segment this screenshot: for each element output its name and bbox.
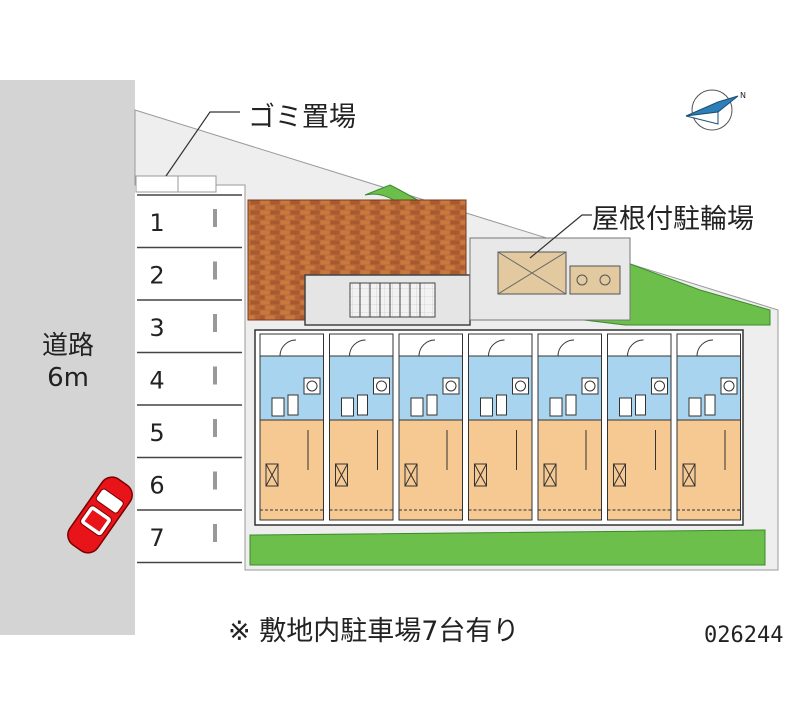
road-name: 道路 (42, 331, 94, 361)
apartment-unit (676, 333, 741, 521)
wheel-stop (213, 366, 217, 385)
parking-lot: 1 2 3 4 5 6 7 (137, 194, 242, 564)
wheel-stop (213, 314, 217, 332)
garbage-area (135, 175, 217, 193)
wheel-stop (213, 261, 217, 280)
compass-icon: N (685, 89, 746, 131)
wheel-stop (213, 419, 217, 437)
apartment-unit (329, 333, 394, 521)
parking-space-number: 2 (149, 262, 164, 290)
apartment-unit (398, 333, 463, 521)
road-width: 6m (47, 363, 89, 393)
wheel-stop (213, 471, 217, 490)
parking-space-number: 5 (149, 419, 164, 447)
listing-code: 026244 (704, 623, 783, 648)
compass-north-label: N (740, 91, 746, 100)
apartment-unit (259, 333, 324, 521)
parking-space-number: 7 (149, 524, 164, 552)
parking-space-number: 1 (149, 209, 164, 237)
parking-space-number: 3 (149, 314, 164, 342)
wheel-stop (213, 524, 217, 542)
parking-note: ※ 敷地内駐車場7台有り (228, 616, 519, 647)
greenery-bottom (249, 529, 766, 566)
wheel-stop (213, 209, 217, 227)
parking-space-number: 6 (149, 472, 164, 500)
apartment-building (254, 329, 744, 526)
apartment-unit (468, 333, 533, 521)
apartment-unit (607, 333, 672, 521)
parking-space-number: 4 (149, 367, 164, 395)
road (0, 80, 135, 635)
bike-parking-label: 屋根付駐輪場 (592, 204, 754, 235)
garbage-label: ゴミ置場 (248, 102, 356, 133)
apartment-unit (537, 333, 602, 521)
car-icon (67, 476, 133, 554)
